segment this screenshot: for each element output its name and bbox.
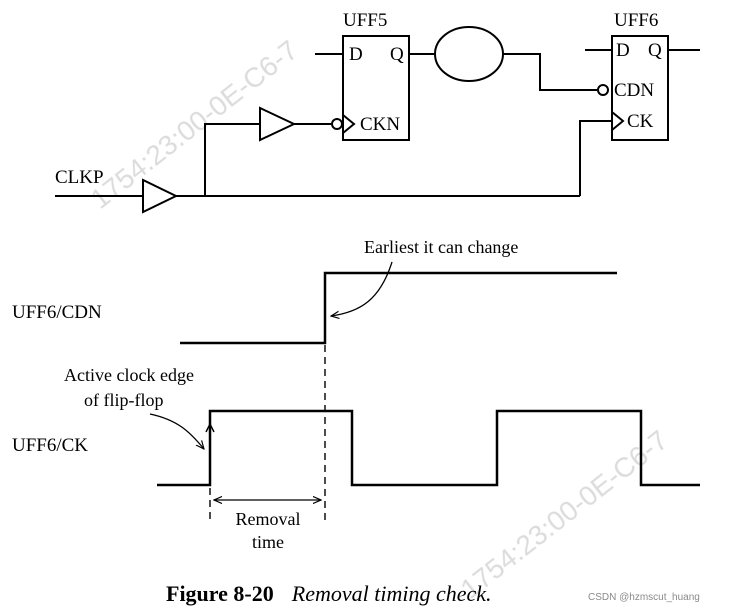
uff5-ckn-pin: CKN [360,114,400,135]
active-edge-annotation-line2: of flip-flop [84,390,163,410]
active-edge-annotation-line1: Active clock edge [64,365,194,385]
logic-to-cdn-wire [503,53,597,91]
clkp-label: CLKP [55,167,104,188]
clkp-buffer [142,178,179,214]
uff6-q-pin: Q [648,40,662,61]
removal-time-label-line2: time [252,532,284,552]
uff6-flipflop [611,35,669,141]
active-edge-arrowhead [205,422,215,433]
removal-time-label-line1: Removal [236,509,301,529]
ck-signal-label: UFF6/CK [12,435,88,456]
uff5-clk-inverter [259,106,297,142]
earliest-change-arrow [331,261,393,316]
uff6-ck-pin: CK [627,111,654,132]
figure-caption: Figure 8-20 Removal timing check. [166,581,492,606]
uff6-cdn-pin: CDN [614,80,654,101]
uff5-clock-triangle [342,114,356,134]
ck-waveform [157,409,700,487]
uff6-cdn-bubble [597,84,609,96]
active-edge-arrow [149,413,204,449]
csdn-watermark: CSDN @hzmscut_huang [588,592,700,603]
uff5-q-pin: Q [390,44,404,65]
uff6-ck-wire [579,120,612,196]
uff6-clock-triangle [611,111,625,131]
combinational-logic [434,26,504,82]
uff5-ckn-bubble [331,118,343,130]
uff5-label: UFF5 [343,10,387,31]
uff6-d-pin: D [616,40,630,61]
clk-branch-wire [204,123,260,196]
figure-number: Figure 8-20 [166,581,274,606]
uff5-d-pin: D [349,44,363,65]
cdn-waveform [180,271,617,345]
uff5-flipflop [342,35,410,141]
earliest-change-annotation: Earliest it can change [364,237,518,257]
uff6-label: UFF6 [614,10,658,31]
cdn-signal-label: UFF6/CDN [12,302,102,323]
figure-title: Removal timing check. [291,581,492,606]
